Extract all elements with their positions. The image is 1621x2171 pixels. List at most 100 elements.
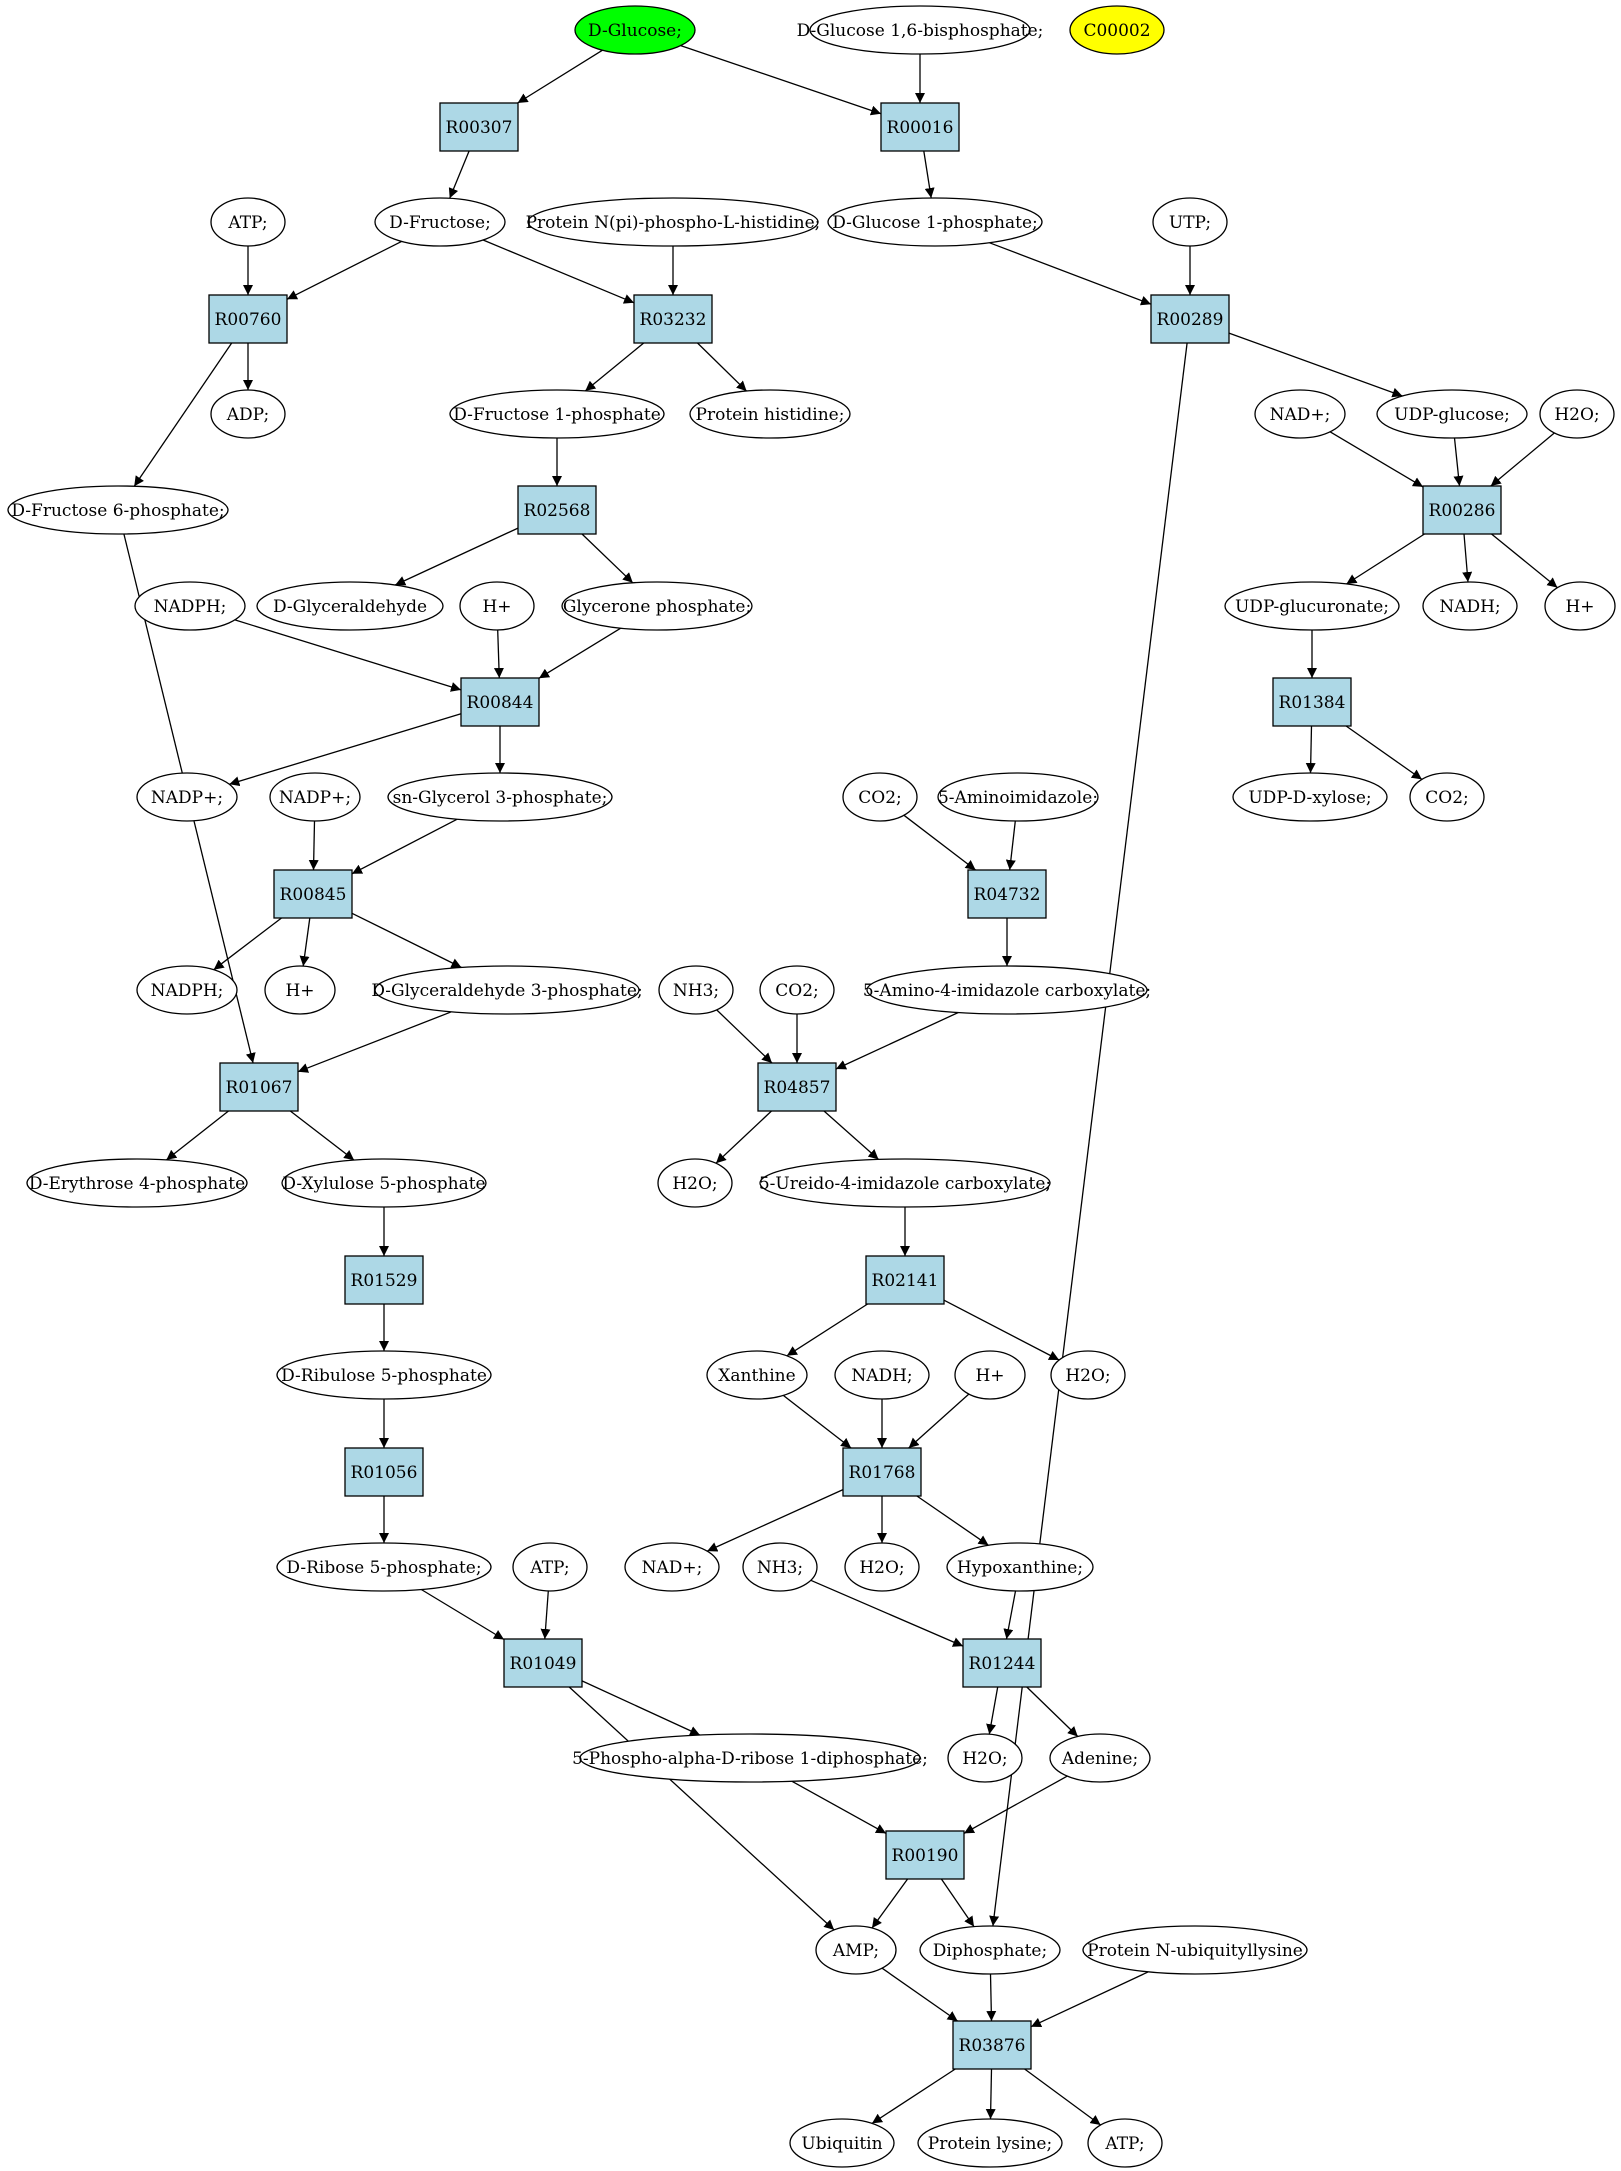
compound-node-c_co2c[interactable]: CO2;: [759, 965, 835, 1015]
compound-ellipse: [1254, 389, 1346, 439]
compound-node-c_5u4ic[interactable]: 5-Ureido-4-imidazole carboxylate;: [759, 1158, 1051, 1208]
compound-node-c_c00002[interactable]: C00002: [1069, 5, 1165, 55]
compound-node-c_udpxyl[interactable]: UDP-D-xylose;: [1232, 772, 1388, 822]
reaction-node-r_R01067[interactable]: R01067: [219, 1062, 299, 1112]
reaction-node-r_R01049[interactable]: R01049: [503, 1638, 583, 1688]
compound-node-c_ru5p[interactable]: D-Ribulose 5-phosphate: [276, 1350, 492, 1400]
compound-ellipse: [210, 197, 286, 247]
compound-node-c_prpp[interactable]: 5-Phospho-alpha-D-ribose 1-diphosphate;: [572, 1733, 928, 1783]
compound-node-c_nadh1[interactable]: NADH;: [1422, 581, 1518, 631]
compound-node-c_glc[interactable]: D-Glucose;: [574, 5, 696, 55]
compound-node-c_h2[interactable]: H+: [1544, 581, 1616, 631]
edge-c_atp2-to-r_R01049: [540, 1590, 551, 1640]
compound-node-c_f6p[interactable]: D-Fructose 6-phosphate;: [7, 485, 229, 535]
compound-node-c_udpglcua[interactable]: UDP-glucuronate;: [1224, 581, 1400, 631]
compound-node-c_utp[interactable]: UTP;: [1152, 197, 1228, 247]
reaction-node-r_R04857[interactable]: R04857: [757, 1062, 837, 1112]
edge-c_dhap-to-r_R00844: [538, 627, 622, 679]
reaction-node-r_R00845[interactable]: R00845: [273, 869, 353, 919]
reaction-box: [460, 677, 540, 727]
edge-c_5a4ic-to-r_R04857: [835, 1011, 959, 1070]
compound-ellipse: [1087, 2118, 1163, 2168]
compound-node-c_protlys[interactable]: Protein lysine;: [917, 2118, 1063, 2168]
compound-node-c_nadph2[interactable]: NADPH;: [136, 965, 238, 1015]
compound-ellipse: [1152, 197, 1228, 247]
reaction-node-r_R02568[interactable]: R02568: [517, 485, 597, 535]
reaction-node-r_R00286[interactable]: R00286: [1422, 485, 1502, 535]
compound-node-c_ppi[interactable]: Diphosphate;: [919, 1925, 1061, 1975]
node-label: NADH;: [851, 1366, 912, 1386]
compound-node-c_nadph1[interactable]: NADPH;: [134, 581, 246, 631]
compound-node-c_atp3[interactable]: ATP;: [1087, 2118, 1163, 2168]
node-label: ATP;: [529, 1558, 569, 1578]
compound-node-c_atp2[interactable]: ATP;: [512, 1542, 588, 1592]
compound-node-c_nh3a[interactable]: NH3;: [658, 965, 734, 1015]
node-label: D-Glucose 1,6-bisphosphate;: [797, 21, 1044, 41]
compound-node-c_e4p[interactable]: D-Erythrose 4-phosphate: [26, 1158, 248, 1208]
compound-node-c_h2o2[interactable]: H2O;: [657, 1158, 733, 1208]
compound-node-c_atp1[interactable]: ATP;: [210, 197, 286, 247]
reaction-node-r_R00190[interactable]: R00190: [885, 1830, 965, 1880]
compound-node-c_f1p[interactable]: D-Fructose 1-phosphate: [449, 389, 665, 439]
reaction-node-r_R01056[interactable]: R01056: [344, 1447, 424, 1497]
node-label: R01067: [226, 1078, 293, 1098]
compound-node-c_protubi[interactable]: Protein N-ubiquityllysine: [1082, 1925, 1308, 1975]
reaction-node-r_R01244[interactable]: R01244: [962, 1638, 1042, 1688]
compound-ellipse: [256, 581, 444, 631]
compound-node-c_h2o1[interactable]: H2O;: [1539, 389, 1615, 439]
reaction-node-r_R00307[interactable]: R00307: [439, 102, 519, 152]
reaction-node-r_R00760[interactable]: R00760: [208, 294, 288, 344]
compound-ellipse: [742, 1542, 818, 1592]
reaction-box: [880, 102, 960, 152]
compound-node-c_h2o3[interactable]: H2O;: [1050, 1350, 1126, 1400]
compound-node-c_hyp[interactable]: Hypoxanthine;: [946, 1542, 1094, 1592]
compound-node-c_g3p[interactable]: sn-Glycerol 3-phosphate;: [387, 772, 613, 822]
reaction-node-r_R04732[interactable]: R04732: [967, 869, 1047, 919]
compound-ellipse: [512, 1542, 588, 1592]
compound-node-c_h1[interactable]: H+: [459, 581, 535, 631]
edge-r_R00289-to-c_udpglc: [1228, 332, 1403, 398]
compound-node-c_5a4ic[interactable]: 5-Amino-4-imidazole carboxylate;: [863, 965, 1151, 1015]
reaction-box: [842, 1447, 922, 1497]
compound-node-c_xan[interactable]: Xanthine: [706, 1350, 808, 1400]
compound-node-c_nadp1[interactable]: NAD+;: [1254, 389, 1346, 439]
compound-node-c_amp[interactable]: AMP;: [815, 1925, 897, 1975]
compound-node-c_nadh2[interactable]: NADH;: [834, 1350, 930, 1400]
compound-node-c_nh3b[interactable]: NH3;: [742, 1542, 818, 1592]
compound-node-c_nadpplus1[interactable]: NADP+;: [136, 772, 238, 822]
compound-node-c_g16bp[interactable]: D-Glucose 1,6-bisphosphate;: [797, 5, 1044, 55]
compound-node-c_ade[interactable]: Adenine;: [1049, 1733, 1151, 1783]
compound-node-c_nadpplus2[interactable]: NADP+;: [269, 772, 361, 822]
compound-node-c_g1p[interactable]: D-Glucose 1-phosphate;: [827, 197, 1043, 247]
reaction-box: [967, 869, 1047, 919]
compound-node-c_co2a[interactable]: CO2;: [842, 772, 918, 822]
compound-node-c_prothis[interactable]: Protein histidine;: [689, 389, 851, 439]
compound-node-c_adp[interactable]: ADP;: [210, 389, 286, 439]
compound-node-c_h2o5[interactable]: H2O;: [947, 1733, 1023, 1783]
reaction-node-r_R00289[interactable]: R00289: [1150, 294, 1230, 344]
compound-node-c_r5p[interactable]: D-Ribose 5-phosphate;: [276, 1542, 492, 1592]
reaction-node-r_R02141[interactable]: R02141: [865, 1255, 945, 1305]
reaction-node-r_R01529[interactable]: R01529: [344, 1255, 424, 1305]
compound-node-c_5ai[interactable]: 5-Aminoimidazole;: [937, 772, 1099, 822]
reaction-node-r_R00016[interactable]: R00016: [880, 102, 960, 152]
compound-node-c_h4[interactable]: H+: [954, 1350, 1026, 1400]
compound-node-c_h3[interactable]: H+: [264, 965, 336, 1015]
compound-node-c_nadplus[interactable]: NAD+;: [624, 1542, 720, 1592]
edge-r_R02141-to-c_h2o3: [943, 1299, 1060, 1361]
compound-node-c_h2o4[interactable]: H2O;: [844, 1542, 920, 1592]
reaction-node-r_R01384[interactable]: R01384: [1272, 677, 1352, 727]
compound-node-c_udpglc[interactable]: UDP-glucose;: [1376, 389, 1528, 439]
compound-node-c_glyald[interactable]: D-Glyceraldehyde: [256, 581, 444, 631]
compound-node-c_gap[interactable]: D-Glyceraldehyde 3-phosphate;: [371, 965, 643, 1015]
compound-node-c_fru[interactable]: D-Fructose;: [374, 197, 506, 247]
reaction-node-r_R00844[interactable]: R00844: [460, 677, 540, 727]
compound-node-c_x5p[interactable]: D-Xylulose 5-phosphate: [281, 1158, 487, 1208]
compound-node-c_co2b[interactable]: CO2;: [1409, 772, 1485, 822]
reaction-node-r_R01768[interactable]: R01768: [842, 1447, 922, 1497]
reaction-node-r_R03876[interactable]: R03876: [952, 2020, 1032, 2070]
reaction-node-r_R03232[interactable]: R03232: [633, 294, 713, 344]
compound-node-c_dhap[interactable]: Glycerone phosphate;: [561, 581, 753, 631]
compound-node-c_ubq[interactable]: Ubiquitin: [789, 2118, 895, 2168]
compound-node-c_protnp[interactable]: Protein N(pi)-phospho-L-histidine;: [526, 197, 821, 247]
